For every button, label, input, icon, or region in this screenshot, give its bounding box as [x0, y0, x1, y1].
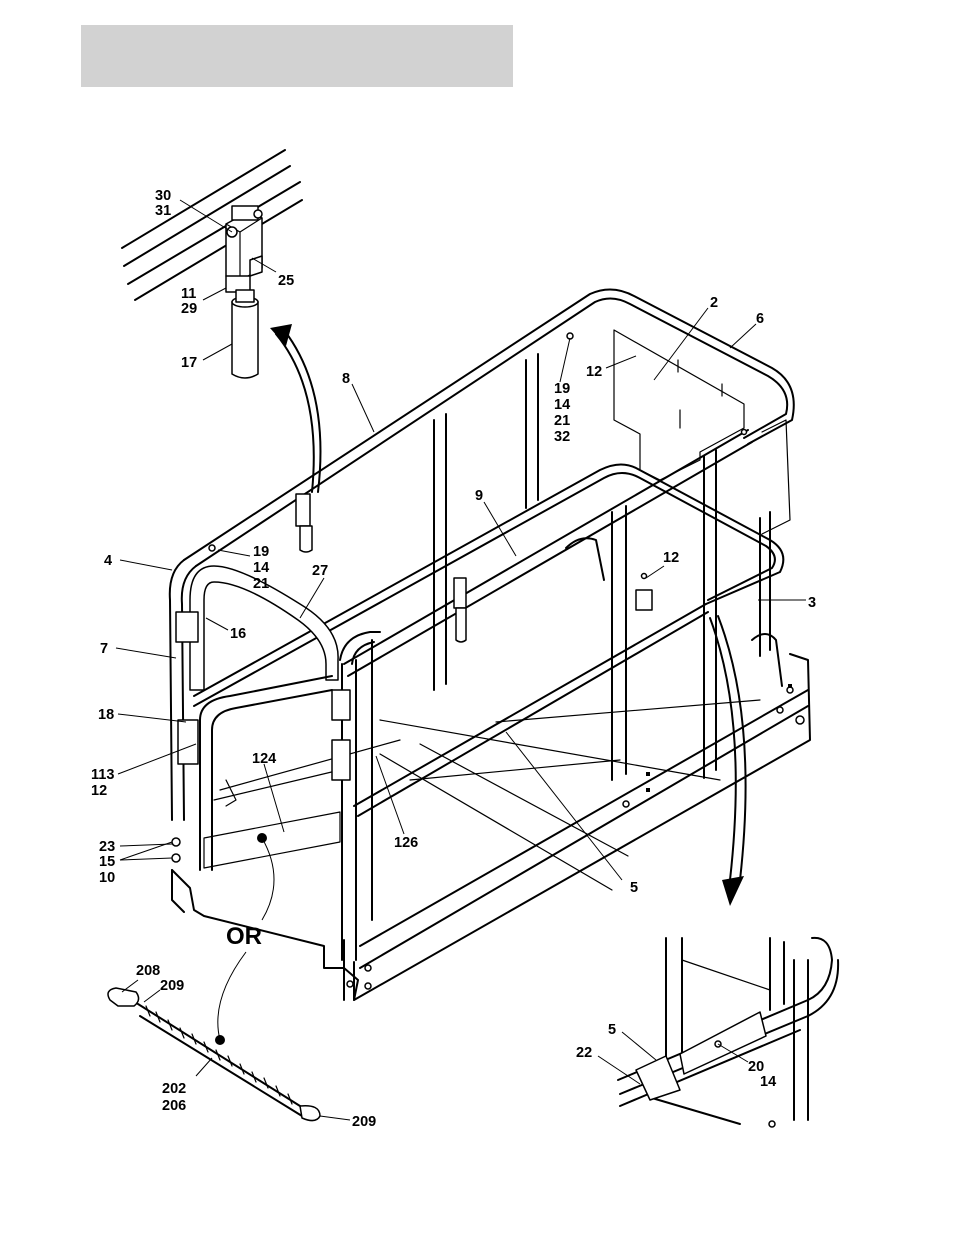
callout-10: 10: [99, 870, 115, 886]
callout-17: 17: [181, 355, 197, 371]
callout-5-main: 5: [630, 880, 638, 896]
chain: [108, 988, 320, 1121]
callout-19-mid: 19: [253, 544, 269, 560]
platform-deck: [172, 654, 810, 1000]
or-label: OR: [226, 923, 262, 950]
callout-25: 25: [278, 273, 294, 289]
callout-14-top: 14: [554, 397, 570, 413]
callout-14-mid: 14: [253, 560, 269, 576]
callout-126: 126: [394, 835, 418, 851]
callout-206: 206: [162, 1098, 186, 1114]
callout-9: 9: [475, 488, 483, 504]
callout-32: 32: [554, 429, 570, 445]
callout-18: 18: [98, 707, 114, 723]
callout-16: 16: [230, 626, 246, 642]
callout-14-detail: 14: [760, 1074, 776, 1090]
callout-202: 202: [162, 1081, 186, 1097]
callout-29: 29: [181, 301, 197, 317]
callout-7: 7: [100, 641, 108, 657]
callout-21-top: 21: [554, 413, 570, 429]
callout-30: 30: [155, 188, 171, 204]
leader-lines: [116, 200, 806, 1120]
latch-inset: [122, 150, 302, 378]
callout-124: 124: [252, 751, 276, 767]
callout-23: 23: [99, 839, 115, 855]
callout-5-detail: 5: [608, 1022, 616, 1038]
callout-209-top: 209: [160, 978, 184, 994]
callout-21-mid: 21: [253, 576, 269, 592]
callout-15: 15: [99, 854, 115, 870]
callout-208: 208: [136, 963, 160, 979]
callout-22: 22: [576, 1045, 592, 1061]
callout-4: 4: [104, 553, 112, 569]
callout-12-right: 12: [663, 550, 679, 566]
callout-19-top: 19: [554, 381, 570, 397]
detail-inset: [618, 938, 838, 1127]
callout-11: 11: [181, 286, 196, 302]
callout-2: 2: [710, 295, 718, 311]
callout-3: 3: [808, 595, 816, 611]
direction-arrow-latch: [270, 324, 320, 492]
callout-12-top: 12: [586, 364, 602, 380]
callout-113: 113: [91, 767, 114, 783]
callout-20: 20: [748, 1059, 764, 1075]
platform-railing: [170, 289, 794, 960]
callout-8: 8: [342, 371, 350, 387]
callout-209-bottom: 209: [352, 1114, 376, 1130]
callout-31: 31: [155, 203, 171, 219]
callout-6: 6: [756, 311, 764, 327]
callout-27: 27: [312, 563, 328, 579]
callout-12-left: 12: [91, 783, 107, 799]
